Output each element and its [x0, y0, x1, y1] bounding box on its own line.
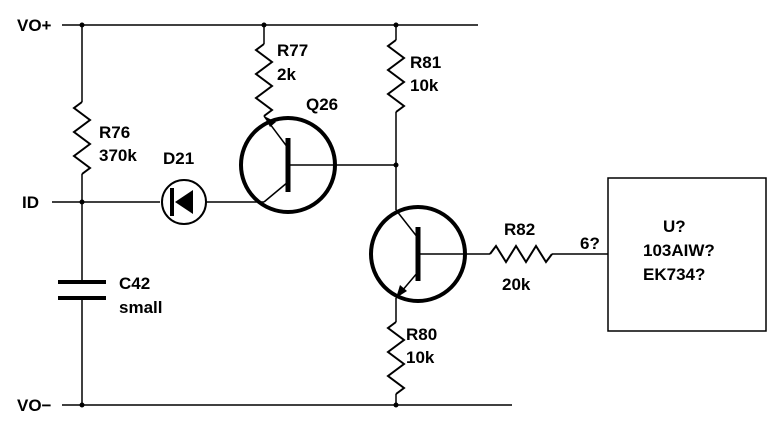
junction-dot — [393, 22, 399, 28]
r82-ref-label: R82 — [504, 220, 535, 239]
r81-ref-label: R81 — [410, 53, 441, 72]
junction-dot — [79, 199, 85, 205]
r77-value-label: 2k — [277, 65, 296, 84]
c42-value-label: small — [119, 298, 162, 317]
u-ref-label: U? — [663, 217, 686, 236]
q26-emitter-arrow-icon — [264, 116, 276, 127]
junction-dot — [261, 22, 267, 28]
q26-collector-lead — [263, 181, 289, 203]
r76-ref-label: R76 — [99, 123, 130, 142]
d21-ref-label: D21 — [163, 149, 194, 168]
vo-plus-label: VO+ — [17, 16, 52, 35]
u-part2-label: EK734? — [643, 265, 705, 284]
u-pin-label: 6? — [580, 234, 600, 253]
r81-value-label: 10k — [410, 76, 439, 95]
c42-ref-label: C42 — [119, 274, 150, 293]
junction-dot — [393, 162, 399, 168]
junction-dot — [79, 22, 85, 28]
vo-minus-label: VO− — [17, 396, 52, 415]
r80-resistor — [386, 321, 406, 395]
d21-diode-triangle — [175, 190, 193, 214]
r80-ref-label: R80 — [406, 325, 437, 344]
r77-resistor — [254, 43, 274, 117]
id-label: ID — [22, 193, 39, 212]
r77-ref-label: R77 — [277, 41, 308, 60]
r81-resistor — [386, 39, 406, 113]
u-part1-label: 103AIW? — [643, 241, 715, 260]
q2-emitter-arrow-icon — [396, 285, 407, 298]
r82-value-label: 20k — [502, 275, 531, 294]
r76-resistor — [72, 101, 92, 175]
q26-ref-label: Q26 — [306, 95, 338, 114]
r82-resistor — [489, 244, 553, 264]
junction-dot — [79, 402, 85, 408]
r76-value-label: 370k — [99, 146, 137, 165]
q2-collector-lead — [395, 209, 419, 239]
junction-dot — [393, 402, 399, 408]
u-box — [607, 177, 767, 332]
r80-value-label: 10k — [406, 348, 435, 367]
